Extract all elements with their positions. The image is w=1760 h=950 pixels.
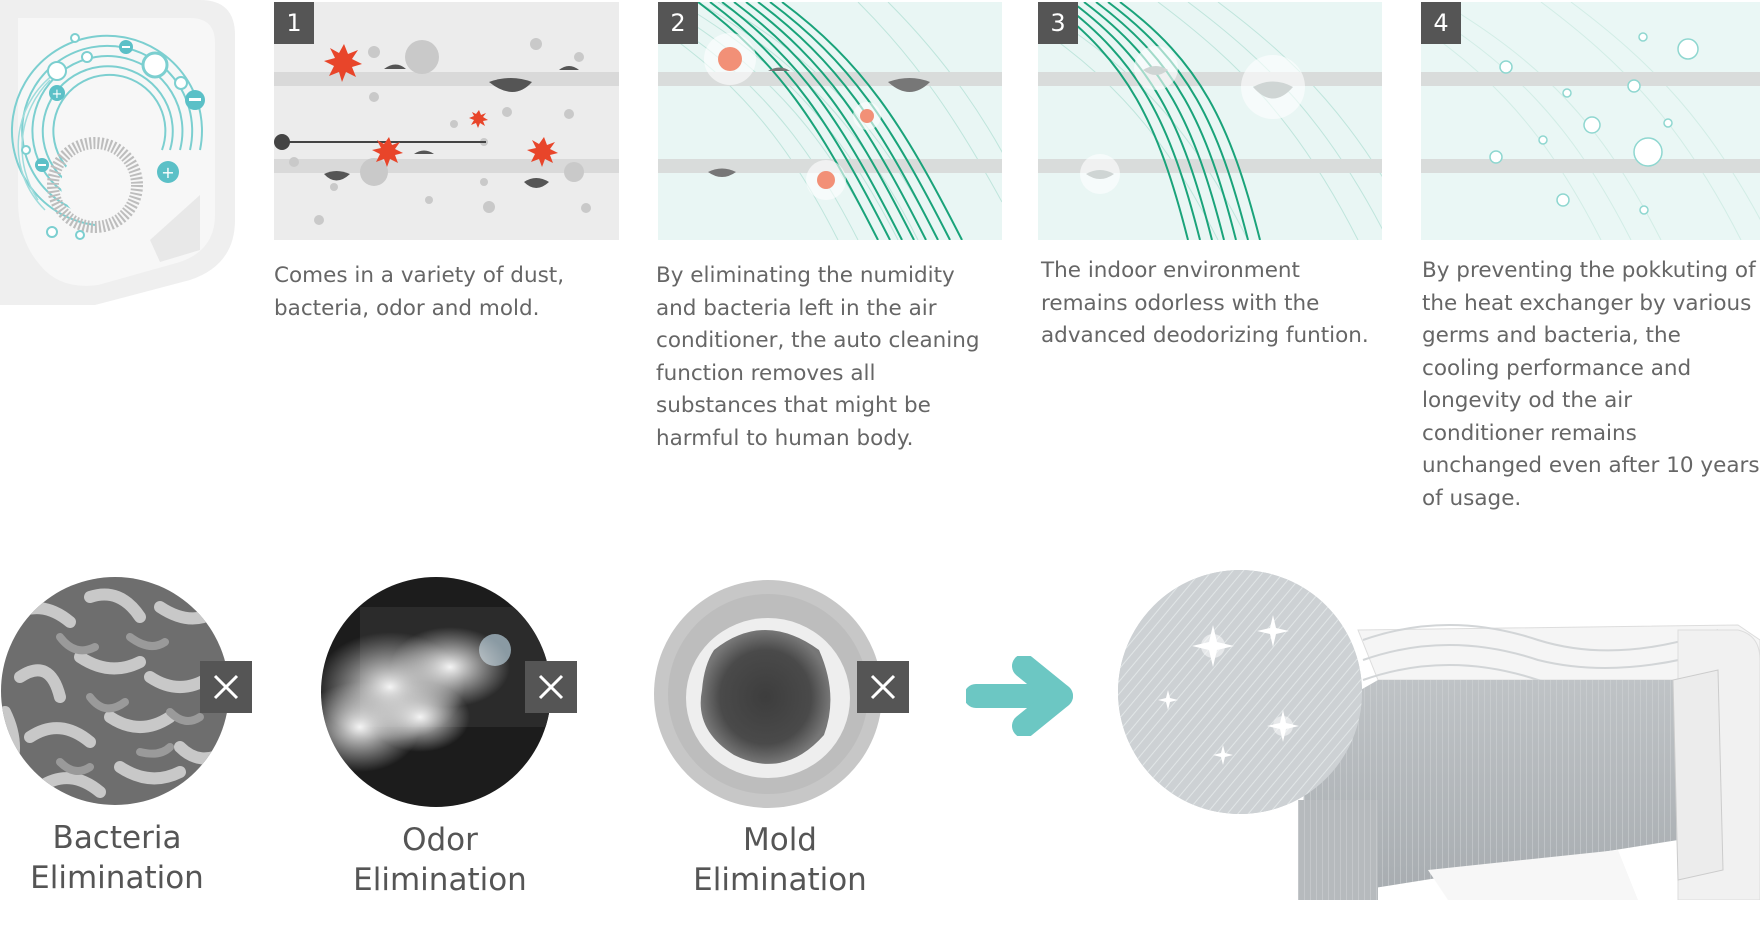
mold-elimination-caption: Mold Elimination	[660, 820, 900, 900]
arrow-right-icon	[964, 654, 1076, 738]
step-4-description: By preventing the pokkuting of the heat …	[1422, 258, 1760, 511]
odor-photo	[320, 577, 552, 807]
odor-elimination-caption: Odor Elimination	[320, 820, 560, 900]
bacteria-elimination-caption: Bacteria Elimination	[0, 818, 234, 898]
step-1-illustration: 1	[274, 2, 619, 240]
step-3-badge: 3	[1038, 2, 1078, 44]
step-4-badge: 4	[1421, 2, 1461, 44]
step-1-badge: 1	[274, 2, 314, 44]
auto-clean-emblem: + +	[0, 0, 235, 305]
svg-text:+: +	[52, 87, 63, 102]
odor-caption-line1: Odor	[402, 822, 478, 858]
mold-caption-line2: Elimination	[693, 862, 867, 898]
mold-photo	[654, 580, 882, 808]
svg-text:+: +	[161, 163, 174, 182]
step-3-illustration: 3	[1038, 2, 1382, 240]
mold-caption-line1: Mold	[742, 822, 817, 858]
bacteria-caption-line2: Elimination	[30, 860, 204, 896]
odor-close-icon	[525, 661, 577, 713]
bacteria-photo	[0, 577, 230, 805]
step-3-description: The indoor environment remains odorless …	[1041, 258, 1369, 348]
step-1-description: Comes in a variety of dust, bacteria, od…	[274, 263, 565, 321]
step-4-illustration: 4	[1421, 2, 1760, 240]
odor-caption-line2: Elimination	[353, 862, 527, 898]
mold-close-icon	[857, 661, 909, 713]
step-2-description: By eliminating the numidity and bacteria…	[656, 263, 980, 451]
bacteria-caption-line1: Bacteria	[52, 820, 182, 856]
bacteria-close-icon	[200, 661, 252, 713]
step-2-badge: 2	[658, 2, 698, 44]
step-2-illustration: 2	[658, 2, 1002, 240]
clean-heat-exchanger-photo	[1118, 570, 1760, 901]
